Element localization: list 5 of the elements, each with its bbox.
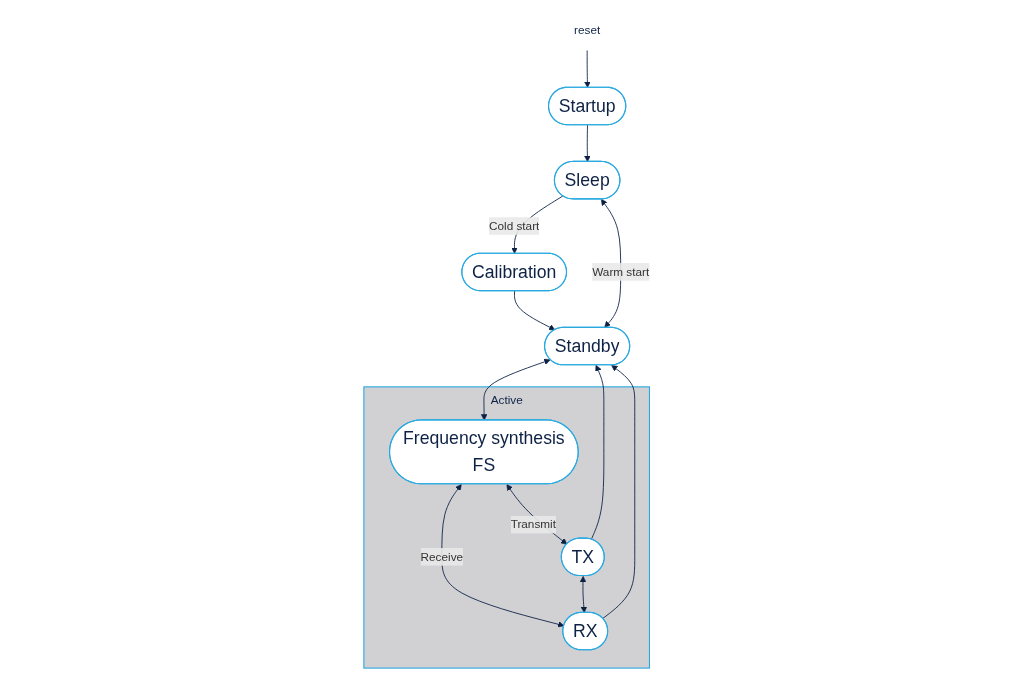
edge-label: Cold start [488,219,540,232]
edge-label: Warm start [592,265,650,278]
edge-label: Transmit [510,518,556,531]
edge-label: Receive [420,550,463,563]
node-text: reset [573,24,601,37]
